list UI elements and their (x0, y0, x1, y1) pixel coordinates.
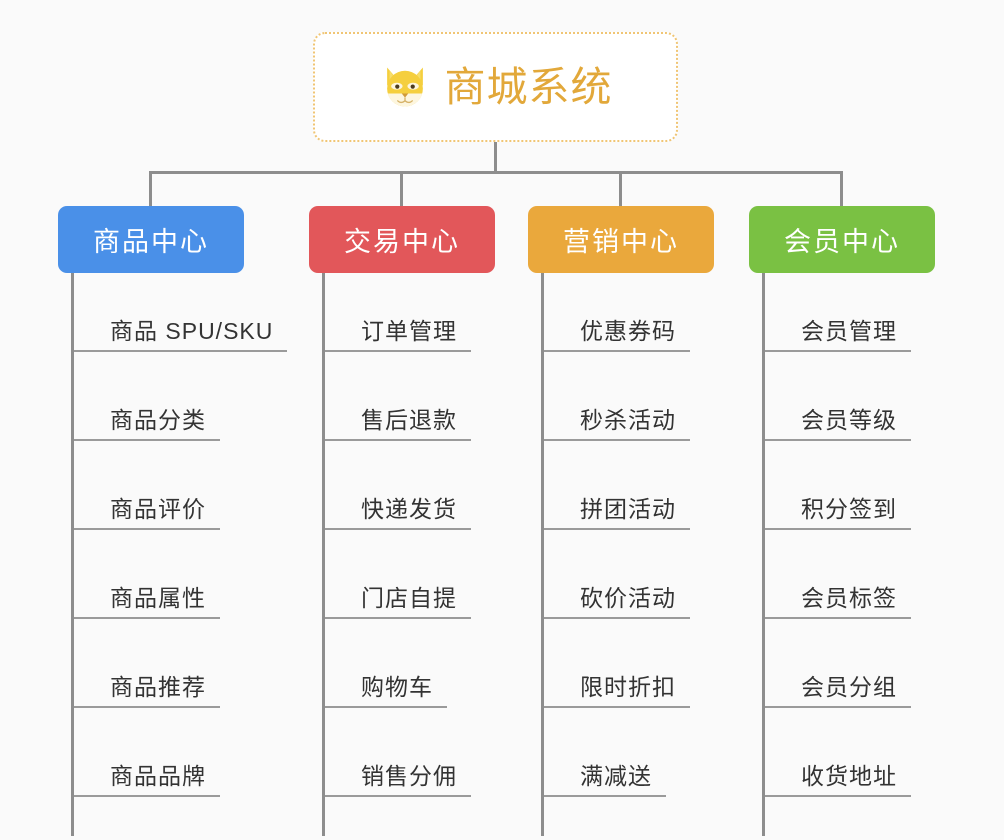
leaf-item-label: 限时折扣 (544, 674, 690, 708)
connector-drop-4 (840, 171, 843, 209)
branch-column-4: 会员中心 会员管理会员等级积分签到会员标签会员分组收货地址 (749, 206, 935, 836)
branch-column-1: 商品中心 商品 SPU/SKU 商品分类商品评价商品属性商品推荐商品品牌 (58, 206, 288, 836)
root-node[interactable]: 商城系统 (313, 32, 678, 142)
branch-header-3[interactable]: 营销中心 (528, 206, 714, 273)
connector-drop-2 (400, 171, 403, 209)
leaf-item-label: 售后退款 (325, 407, 471, 441)
leaf-item-label: 会员管理 (765, 318, 911, 352)
leaf-item-label: 积分签到 (765, 496, 911, 530)
leaf-item-label: 订单管理 (325, 318, 471, 352)
leaf-item-label: 优惠券码 (544, 318, 690, 352)
leaf-item-label: 砍价活动 (544, 585, 690, 619)
branch-header-2[interactable]: 交易中心 (309, 206, 495, 273)
leaf-item-label: 会员等级 (765, 407, 911, 441)
leaf-item-label: 销售分佣 (325, 763, 471, 797)
leaf-item-label: 商品分类 (74, 407, 220, 441)
leaf-list-4: 会员管理会员等级积分签到会员标签会员分组收货地址 (762, 273, 935, 836)
branch-header-1[interactable]: 商品中心 (58, 206, 244, 273)
leaf-list-3: 优惠券码秒杀活动拼团活动砍价活动限时折扣满减送 (541, 273, 714, 836)
leaf-item-label: 收货地址 (765, 763, 911, 797)
shiba-dog-face-icon (386, 67, 423, 109)
leaf-item-label: 满减送 (544, 763, 666, 797)
leaf-list-2: 订单管理售后退款快递发货门店自提购物车销售分佣 (322, 273, 495, 836)
leaf-item-label: 商品品牌 (74, 763, 220, 797)
leaf-item-label: 购物车 (325, 674, 447, 708)
connector-root-stem (494, 142, 497, 174)
leaf-list-1: 商品 SPU/SKU 商品分类商品评价商品属性商品推荐商品品牌 (71, 273, 288, 836)
branch-column-3: 营销中心 优惠券码秒杀活动拼团活动砍价活动限时折扣满减送 (528, 206, 714, 836)
connector-horizontal-bus (149, 171, 843, 174)
leaf-item-label: 秒杀活动 (544, 407, 690, 441)
leaf-item-label: 会员标签 (765, 585, 911, 619)
leaf-item-label: 商品属性 (74, 585, 220, 619)
leaf-item-label: 拼团活动 (544, 496, 690, 530)
leaf-item-label: 会员分组 (765, 674, 911, 708)
leaf-item-label: 门店自提 (325, 585, 471, 619)
branch-column-2: 交易中心 订单管理售后退款快递发货门店自提购物车销售分佣 (309, 206, 495, 836)
leaf-item-label: 商品推荐 (74, 674, 220, 708)
root-title: 商城系统 (444, 63, 613, 110)
leaf-item-label: 快递发货 (325, 496, 471, 530)
branch-header-4[interactable]: 会员中心 (749, 206, 935, 273)
connector-drop-3 (619, 171, 622, 209)
leaf-item-label: 商品评价 (74, 496, 220, 530)
leaf-item-label: 商品 SPU/SKU (74, 318, 288, 352)
connector-drop-1 (149, 171, 152, 209)
